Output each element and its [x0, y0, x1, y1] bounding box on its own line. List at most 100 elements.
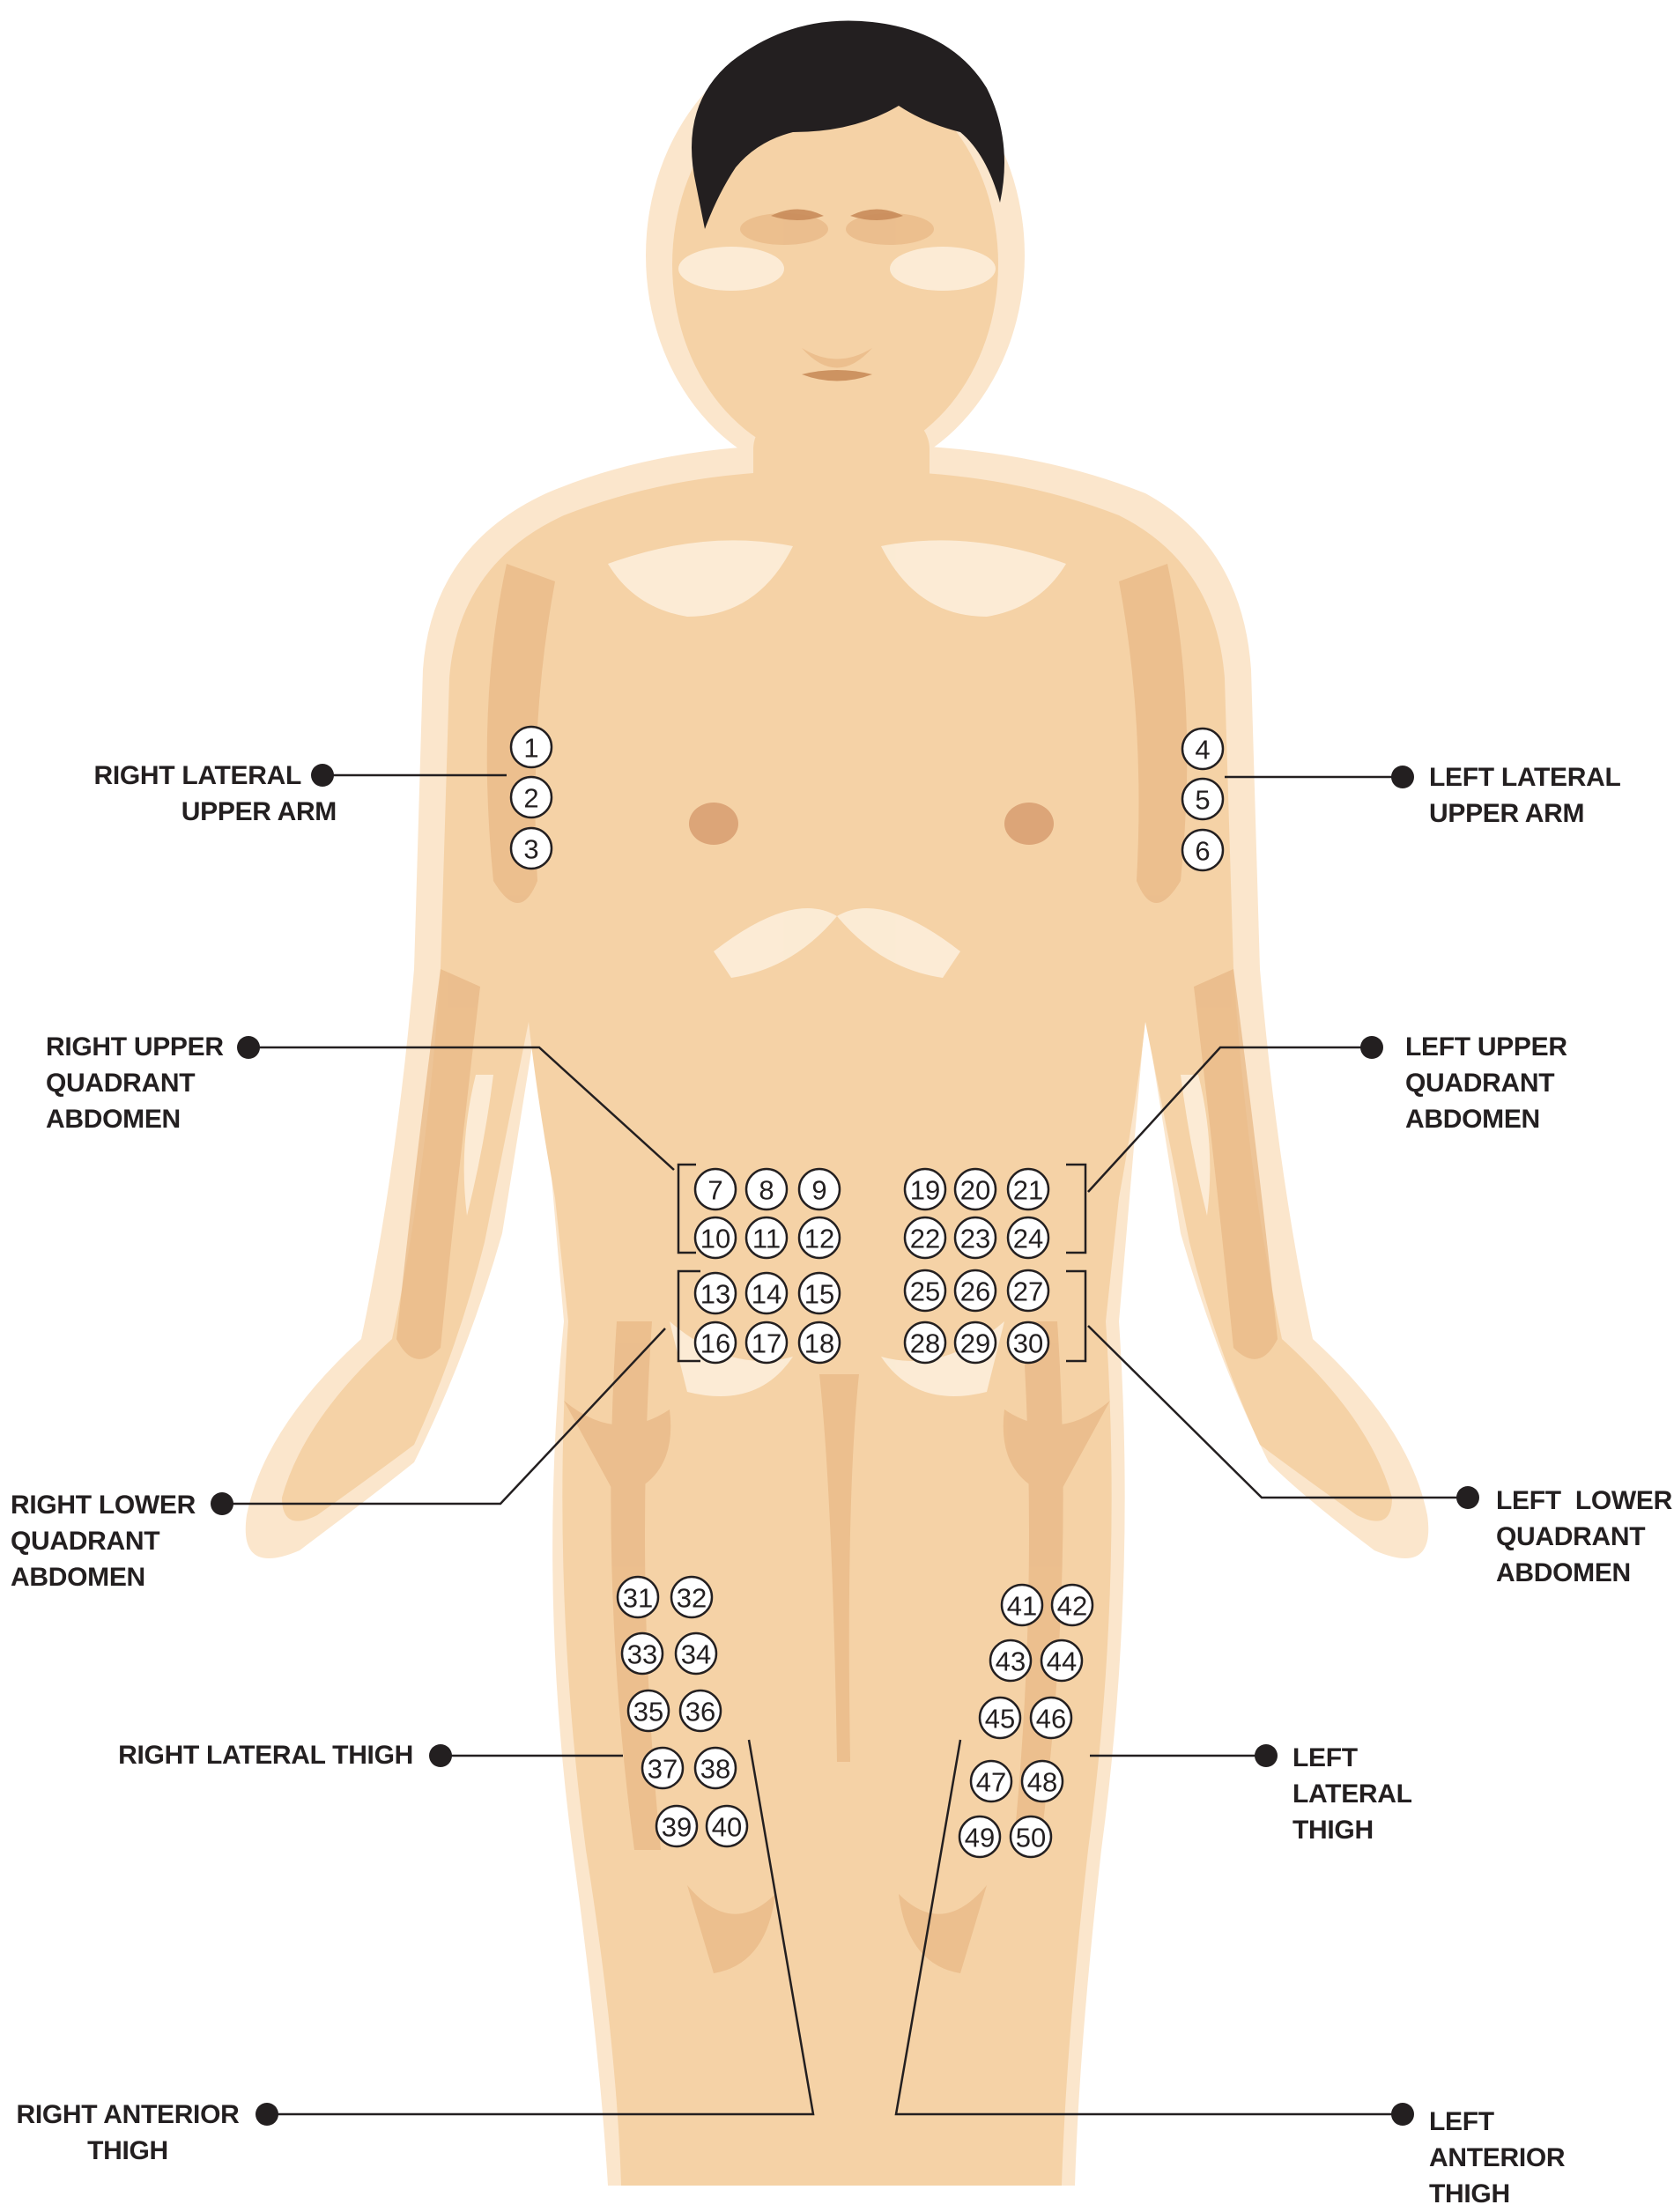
injection-site-marker: 17	[746, 1322, 787, 1363]
injection-site-marker: 27	[1008, 1270, 1048, 1311]
injection-site-marker: 29	[955, 1322, 996, 1363]
dot-left-thigh	[1255, 1744, 1278, 1767]
site-number: 5	[1195, 785, 1210, 816]
label-line: QUADRANT	[46, 1065, 224, 1101]
site-number: 20	[960, 1175, 990, 1206]
label-left-anterior-thigh: LEFT ANTERIOR THIGH	[1429, 2104, 1565, 2212]
site-number: 29	[960, 1328, 990, 1359]
injection-site-marker: 20	[955, 1169, 996, 1210]
injection-site-marker: 31	[618, 1577, 658, 1617]
dot-left-upper-abdomen	[1360, 1036, 1383, 1059]
injection-site-marker: 49	[959, 1816, 1000, 1857]
site-number: 22	[910, 1224, 940, 1254]
dot-right-lower-abdomen	[211, 1492, 233, 1515]
site-number: 43	[996, 1646, 1026, 1677]
site-number: 2	[523, 783, 538, 814]
site-number: 34	[681, 1639, 711, 1670]
site-number: 31	[623, 1583, 653, 1614]
label-line: ABDOMEN	[46, 1101, 224, 1137]
site-number: 38	[700, 1754, 730, 1785]
dot-left-anterior-thigh	[1391, 2103, 1414, 2126]
injection-site-marker: 24	[1008, 1217, 1048, 1258]
site-number: 24	[1013, 1224, 1043, 1254]
label-right-lower-quadrant-abdomen: RIGHT LOWER QUADRANT ABDOMEN	[11, 1487, 196, 1595]
injection-site-marker: 3	[511, 828, 552, 869]
site-number: 21	[1013, 1175, 1043, 1206]
site-number: 35	[633, 1697, 663, 1727]
injection-site-marker: 48	[1022, 1761, 1063, 1801]
human-body-illustration	[246, 20, 1429, 2186]
site-number: 1	[523, 733, 538, 764]
site-number: 16	[700, 1328, 730, 1359]
site-number: 11	[752, 1224, 781, 1254]
injection-site-marker: 25	[905, 1270, 945, 1311]
label-line: ABDOMEN	[1496, 1555, 1672, 1591]
label-line: QUADRANT	[1496, 1519, 1672, 1555]
injection-site-marker: 21	[1008, 1169, 1048, 1210]
label-line: LATERAL	[1293, 1776, 1412, 1812]
label-line: LEFT LOWER	[1496, 1483, 1672, 1519]
label-line: UPPER ARM	[93, 794, 337, 830]
site-number: 9	[811, 1175, 826, 1206]
dot-right-arm	[311, 764, 334, 787]
injection-site-marker: 45	[980, 1698, 1020, 1738]
site-number: 6	[1195, 836, 1210, 867]
injection-site-marker: 32	[671, 1577, 712, 1617]
injection-site-marker: 19	[905, 1169, 945, 1210]
label-right-lateral-thigh: RIGHT LATERAL THIGH	[118, 1737, 413, 1773]
injection-site-marker: 22	[905, 1217, 945, 1258]
label-line: UPPER ARM	[1429, 795, 1620, 832]
injection-site-marker: 13	[695, 1273, 736, 1313]
site-number: 42	[1057, 1591, 1087, 1622]
label-line: THIGH	[1429, 2176, 1565, 2212]
injection-site-marker: 28	[905, 1322, 945, 1363]
site-number: 30	[1013, 1328, 1043, 1359]
site-number: 46	[1036, 1704, 1066, 1735]
site-number: 3	[523, 834, 538, 865]
site-number: 26	[960, 1276, 990, 1307]
label-line: QUADRANT	[1405, 1065, 1567, 1101]
site-number: 13	[700, 1279, 730, 1310]
label-line: THIGH	[11, 2133, 245, 2169]
injection-site-marker: 41	[1002, 1585, 1042, 1625]
site-number: 39	[662, 1812, 692, 1843]
label-line: RIGHT LATERAL THIGH	[118, 1737, 413, 1773]
site-number: 32	[677, 1583, 707, 1614]
site-number: 23	[960, 1224, 990, 1254]
injection-site-marker: 35	[628, 1690, 669, 1731]
injection-site-marker: 47	[971, 1761, 1011, 1801]
dot-right-anterior-thigh	[256, 2103, 278, 2126]
site-number: 7	[707, 1175, 722, 1206]
site-number: 41	[1007, 1591, 1037, 1622]
injection-site-marker: 23	[955, 1217, 996, 1258]
injection-site-marker: 16	[695, 1322, 736, 1363]
site-number: 33	[627, 1639, 657, 1670]
label-line: RIGHT LOWER	[11, 1487, 196, 1523]
site-number: 37	[648, 1754, 678, 1785]
site-number: 40	[712, 1812, 742, 1843]
injection-site-marker: 14	[746, 1273, 787, 1313]
injection-site-marker: 33	[622, 1633, 663, 1674]
injection-site-marker: 2	[511, 777, 552, 817]
site-number: 8	[759, 1175, 774, 1206]
injection-site-marker: 11	[746, 1217, 787, 1258]
injection-site-marker: 9	[799, 1169, 840, 1210]
label-left-upper-quadrant-abdomen: LEFT UPPER QUADRANT ABDOMEN	[1405, 1029, 1567, 1137]
site-number: 14	[752, 1279, 781, 1310]
injection-site-marker: 15	[799, 1273, 840, 1313]
injection-site-marker: 7	[695, 1169, 736, 1210]
dot-left-arm	[1391, 766, 1414, 788]
label-line: THIGH	[1293, 1812, 1412, 1848]
site-number: 44	[1047, 1646, 1077, 1677]
label-line: QUADRANT	[11, 1523, 196, 1559]
injection-site-marker: 38	[695, 1748, 736, 1788]
label-line: RIGHT ANTERIOR	[11, 2097, 245, 2133]
site-number: 17	[752, 1328, 781, 1359]
site-number: 4	[1195, 735, 1210, 766]
injection-site-marker: 50	[1011, 1816, 1051, 1857]
site-number: 47	[976, 1767, 1006, 1798]
site-number: 45	[985, 1704, 1015, 1735]
injection-site-marker: 42	[1052, 1585, 1093, 1625]
injection-site-marker: 44	[1041, 1640, 1082, 1681]
site-number: 25	[910, 1276, 940, 1307]
